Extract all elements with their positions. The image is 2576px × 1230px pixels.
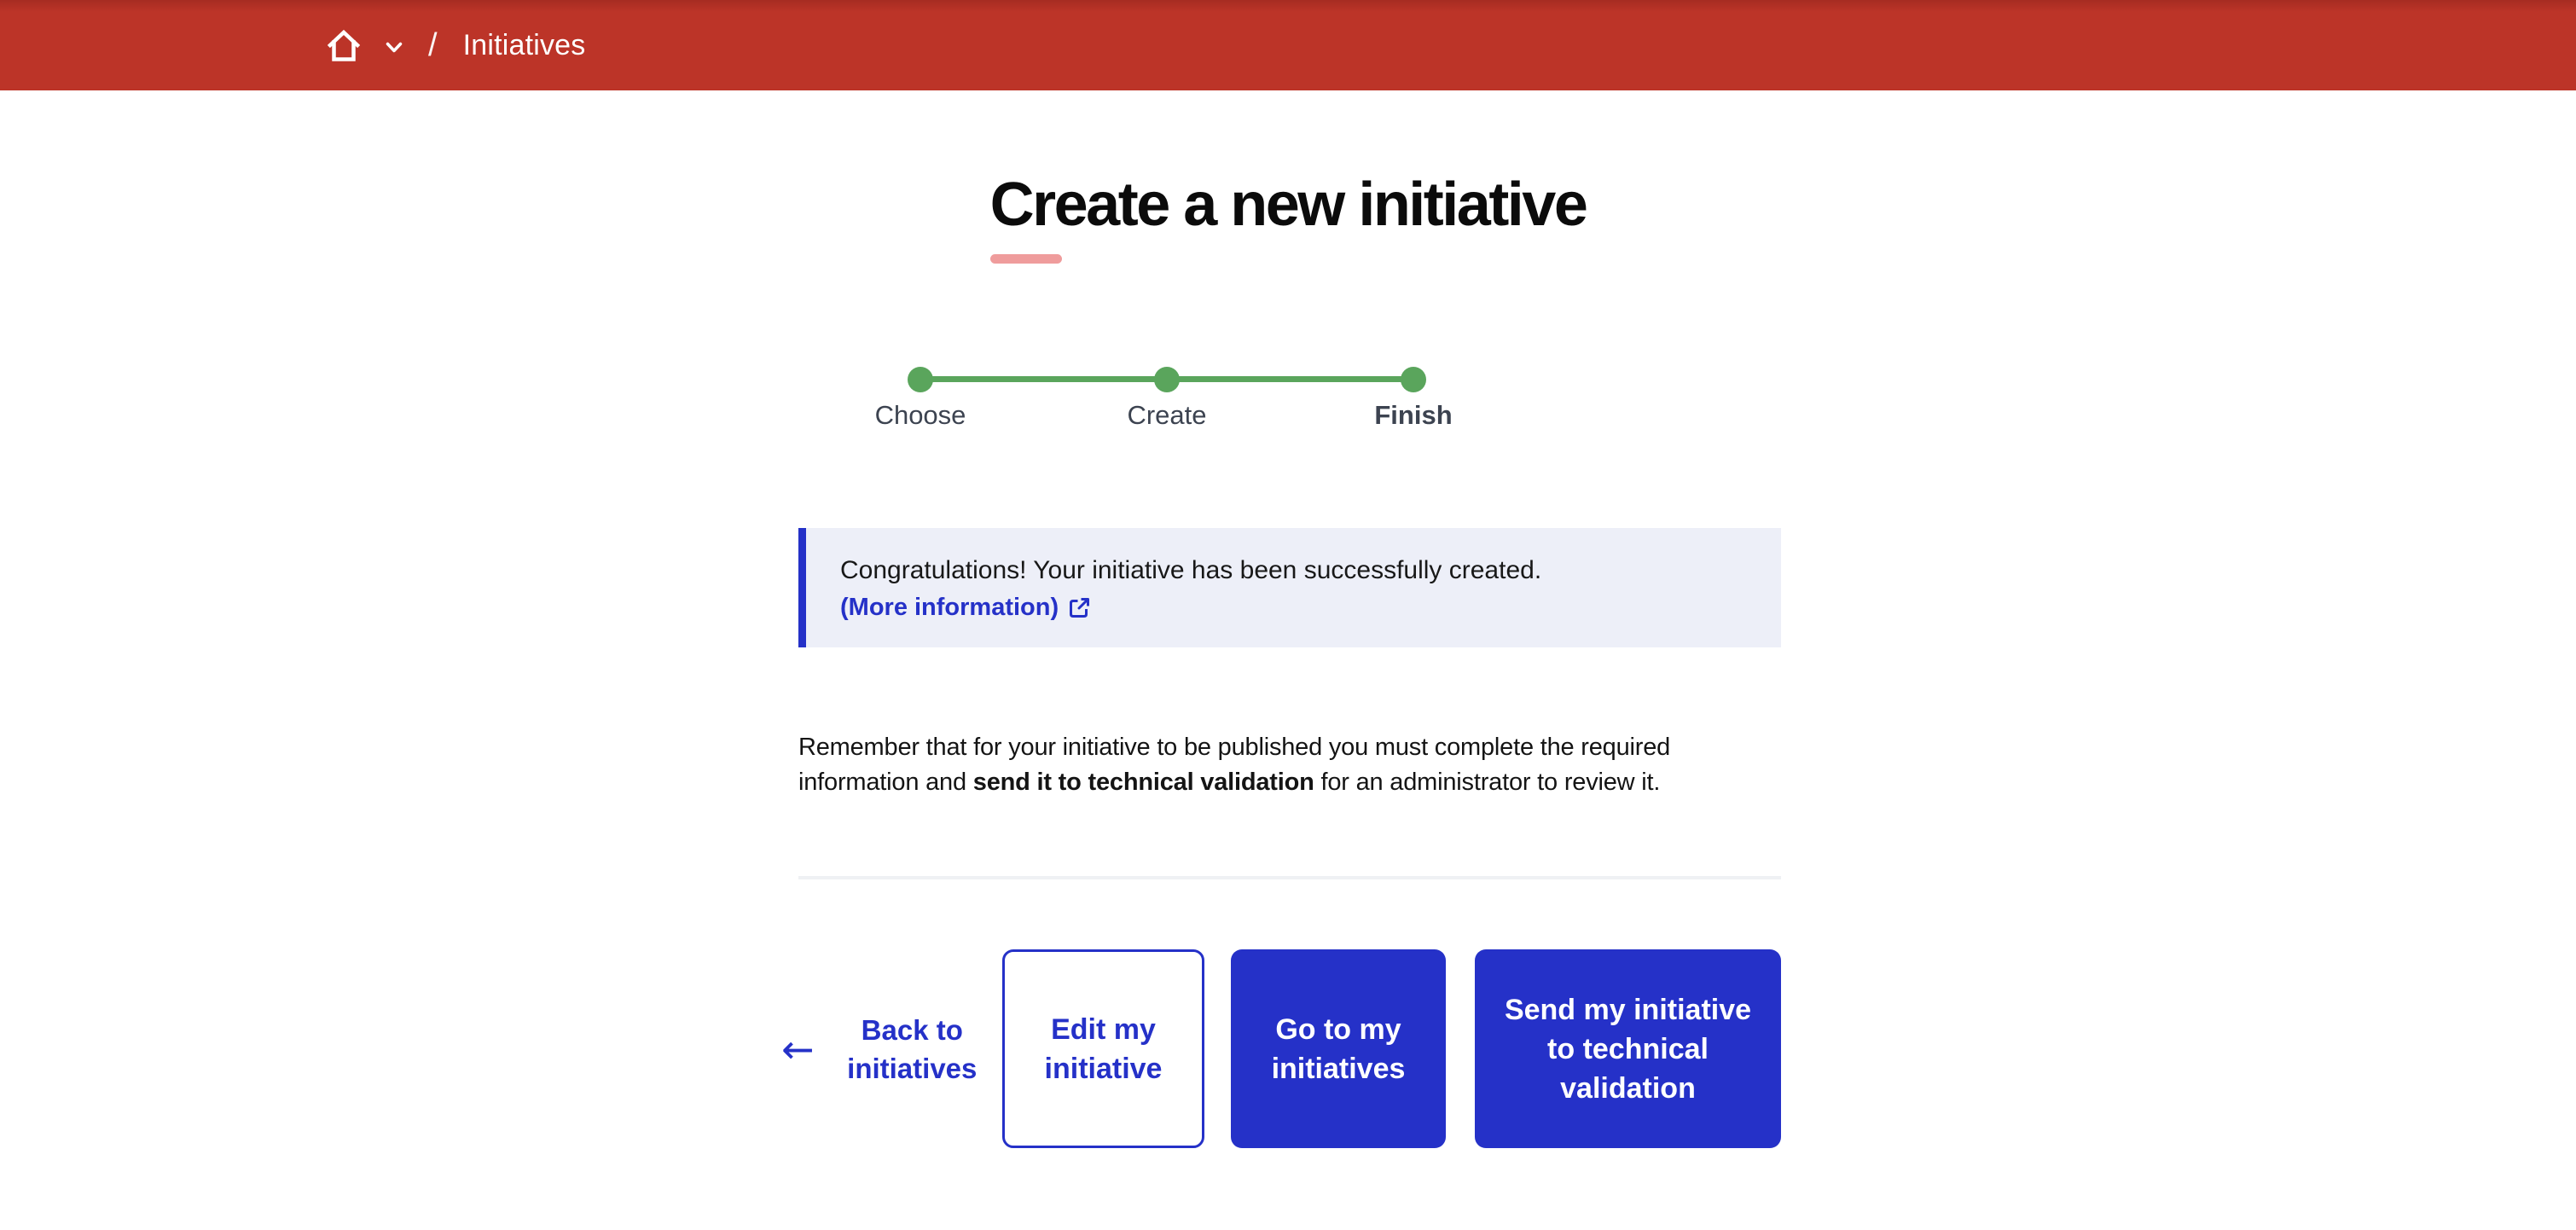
title-underline bbox=[989, 254, 1062, 264]
home-link[interactable] bbox=[328, 27, 360, 63]
send-to-technical-validation-button[interactable]: Send my initiative to technical validati… bbox=[1475, 949, 1781, 1148]
note-paragraph: Remember that for your initiative to be … bbox=[798, 730, 1822, 800]
home-icon bbox=[328, 27, 360, 63]
edit-my-initiative-button[interactable]: Edit my initiative bbox=[1002, 949, 1204, 1148]
note-line: Remember that for your initiative to be … bbox=[798, 734, 1671, 761]
more-information-link[interactable]: (More information) bbox=[840, 594, 1059, 621]
breadcrumb-separator: / bbox=[428, 27, 438, 63]
back-link-label: Back to initiatives bbox=[847, 1013, 978, 1084]
step-dot-choose bbox=[908, 367, 933, 392]
step-label-finish: Finish bbox=[1374, 400, 1453, 430]
page-title-block: Create a new initiative bbox=[0, 164, 2576, 264]
step-label-choose: Choose bbox=[874, 400, 966, 430]
step-label-create: Create bbox=[1127, 400, 1207, 430]
success-alert: Congratulations! Your initiative has bee… bbox=[798, 528, 1781, 647]
top-navbar: / Initiatives bbox=[0, 0, 2576, 90]
step-dot-finish bbox=[1401, 367, 1426, 392]
note-line: information and send it to technical val… bbox=[798, 769, 1661, 796]
alert-message: Congratulations! Your initiative has bee… bbox=[840, 556, 1542, 584]
section-divider bbox=[798, 876, 1781, 879]
alert-link-row: (More information) bbox=[840, 590, 1747, 624]
back-to-initiatives-link[interactable]: ← Back to initiatives bbox=[781, 949, 998, 1148]
page-title: Create a new initiative bbox=[989, 171, 1588, 239]
chevron-down-icon[interactable] bbox=[386, 42, 403, 54]
arrow-left-icon: ← bbox=[781, 1025, 815, 1072]
breadcrumb-current-initiatives[interactable]: Initiatives bbox=[462, 28, 586, 61]
go-to-my-initiatives-button[interactable]: Go to my initiatives bbox=[1231, 949, 1446, 1148]
step-dot-create bbox=[1154, 367, 1180, 392]
external-link-icon bbox=[1067, 596, 1090, 619]
